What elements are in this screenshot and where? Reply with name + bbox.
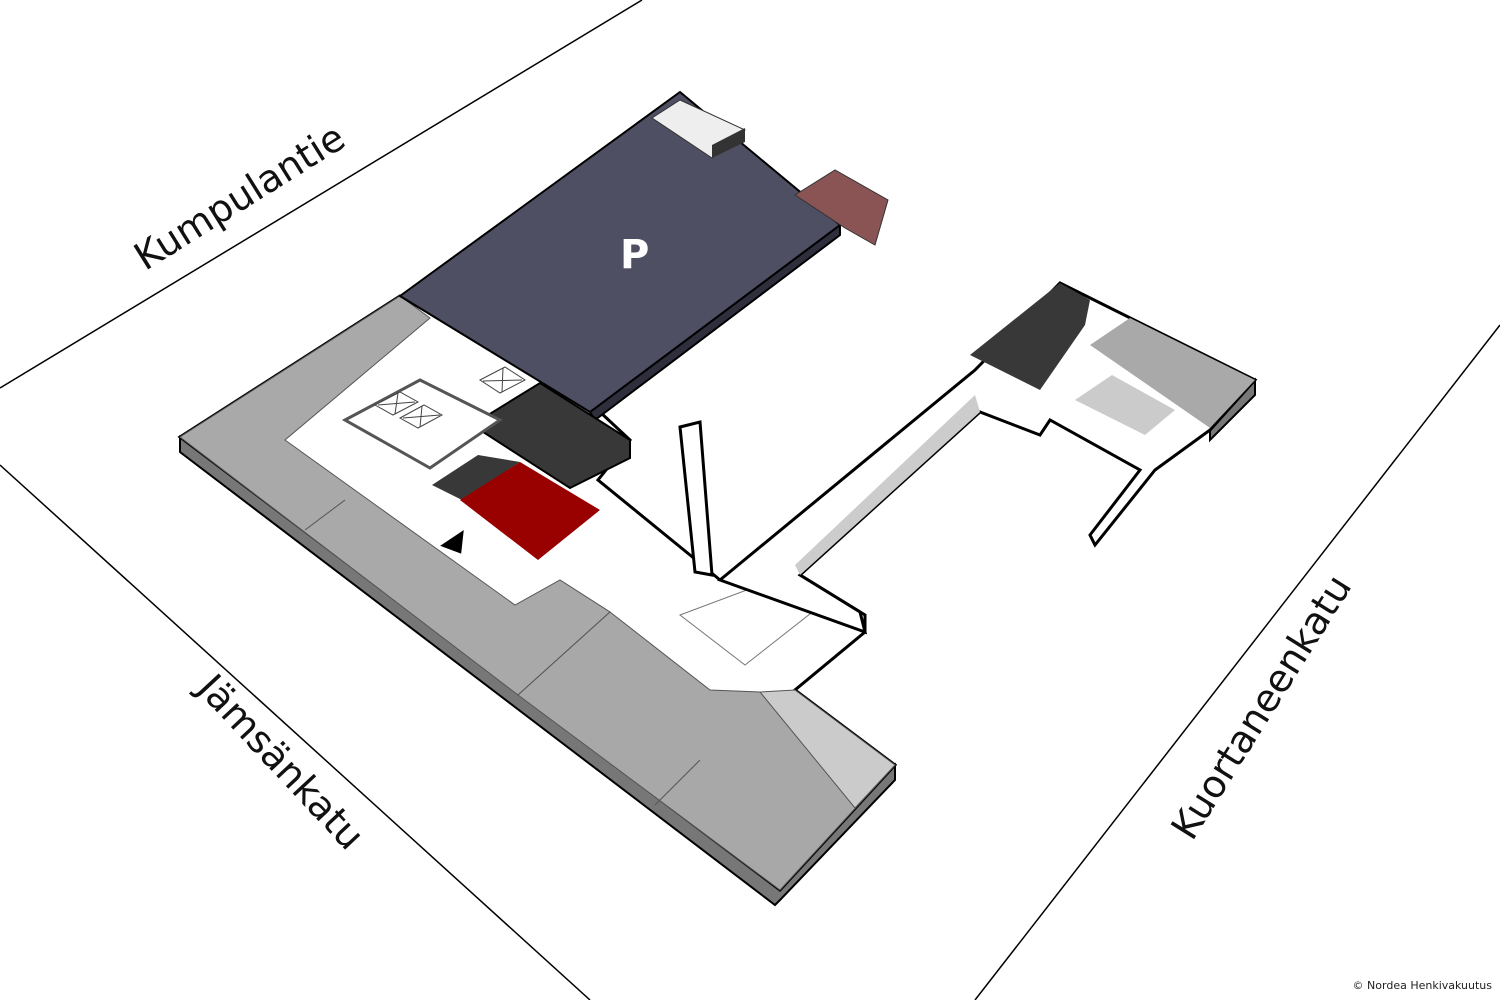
east-light-room — [1075, 375, 1175, 435]
highlighted-room — [460, 462, 600, 560]
walkway-edge — [795, 395, 980, 575]
street-line-kuortaneenkatu — [974, 324, 1500, 1000]
street-line-jamsankatu — [0, 464, 591, 1000]
south-wing-light — [758, 689, 896, 809]
east-dark-block — [970, 283, 1090, 390]
elevator-icon — [373, 366, 526, 429]
east-gray-room — [1090, 318, 1255, 428]
stair-box-dark — [712, 128, 745, 158]
divider — [654, 759, 701, 806]
parking-ramp — [794, 169, 889, 246]
dark-block-small — [432, 455, 520, 500]
divider — [304, 499, 346, 531]
parking-label: P — [620, 232, 650, 278]
east-wing — [717, 281, 1258, 635]
street-line-kumpulantie — [0, 0, 643, 389]
pillar — [678, 420, 714, 577]
copyright: © Nordea Henkivakuutus — [1352, 979, 1492, 992]
you-are-here-marker-icon — [435, 525, 467, 557]
